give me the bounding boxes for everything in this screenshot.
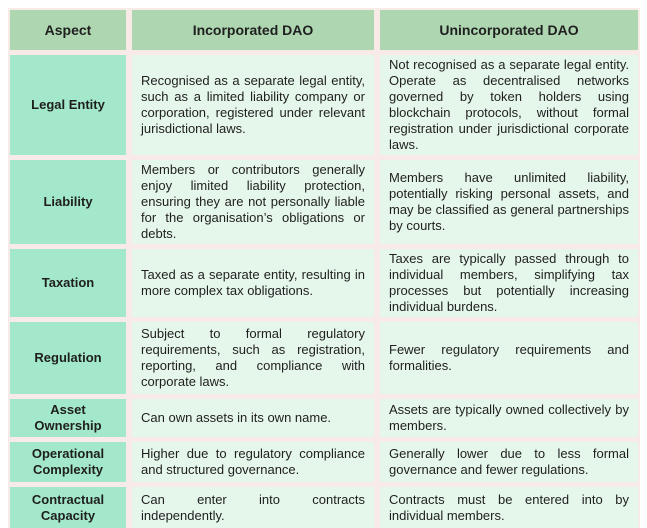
aspect-cell: Taxation xyxy=(10,249,126,317)
cell-text: Can own assets in its own name. xyxy=(141,410,332,425)
unincorporated-cell: Members have unlimited liability, potent… xyxy=(380,160,638,244)
cell-text: Subject to formal regulatory requirement… xyxy=(141,326,365,389)
incorporated-cell: Subject to formal regulatory requirement… xyxy=(132,322,374,394)
aspect-cell: Liability xyxy=(10,160,126,244)
incorporated-cell: Can enter into contracts independently. xyxy=(132,487,374,528)
column-header-incorporated-dao: Incorporated DAO xyxy=(132,10,374,50)
unincorporated-cell: Assets are typically owned collectively … xyxy=(380,399,638,437)
unincorporated-cell: Contracts must be entered into by indivi… xyxy=(380,487,638,528)
cell-text: Taxed as a separate entity, resulting in… xyxy=(141,267,365,298)
unincorporated-cell: Taxes are typically passed through to in… xyxy=(380,249,638,317)
unincorporated-cell: Not recognised as a separate legal entit… xyxy=(380,55,638,155)
incorporated-cell: Members or contributors generally enjoy … xyxy=(132,160,374,244)
incorporated-cell: Recognised as a separate legal entity, s… xyxy=(132,55,374,155)
cell-text: Recognised as a separate legal entity, s… xyxy=(141,73,365,136)
cell-text: Fewer regulatory requirements and formal… xyxy=(389,342,629,373)
cell-text: Members or contributors generally enjoy … xyxy=(141,162,365,241)
cell-text: Taxes are typically passed through to in… xyxy=(389,251,629,314)
aspect-cell: Operational Complexity xyxy=(10,442,126,482)
cell-text: Contracts must be entered into by indivi… xyxy=(389,491,629,523)
cell-text: Higher due to regulatory compliance and … xyxy=(141,446,365,477)
cell-text: Assets are typically owned collectively … xyxy=(389,402,629,433)
aspect-cell: Contractual Capacity xyxy=(10,487,126,528)
cell-text: Generally lower due to less formal gover… xyxy=(389,446,629,477)
aspect-cell: Legal Entity xyxy=(10,55,126,155)
aspect-cell: Regulation xyxy=(10,322,126,394)
incorporated-cell: Higher due to regulatory compliance and … xyxy=(132,442,374,482)
incorporated-cell: Can own assets in its own name. xyxy=(132,399,374,437)
cell-text: Members have unlimited liability, potent… xyxy=(389,170,629,233)
comparison-table: Aspect Incorporated DAO Unincorporated D… xyxy=(8,8,640,528)
unincorporated-cell: Generally lower due to less formal gover… xyxy=(380,442,638,482)
column-header-unincorporated-dao: Unincorporated DAO xyxy=(380,10,638,50)
aspect-cell: Asset Ownership xyxy=(10,399,126,437)
cell-text: Can enter into contracts independently. xyxy=(141,491,365,523)
incorporated-cell: Taxed as a separate entity, resulting in… xyxy=(132,249,374,317)
unincorporated-cell: Fewer regulatory requirements and formal… xyxy=(380,322,638,394)
cell-text: Not recognised as a separate legal entit… xyxy=(389,57,629,152)
column-header-aspect: Aspect xyxy=(10,10,126,50)
comparison-table-grid: Aspect Incorporated DAO Unincorporated D… xyxy=(10,10,638,528)
